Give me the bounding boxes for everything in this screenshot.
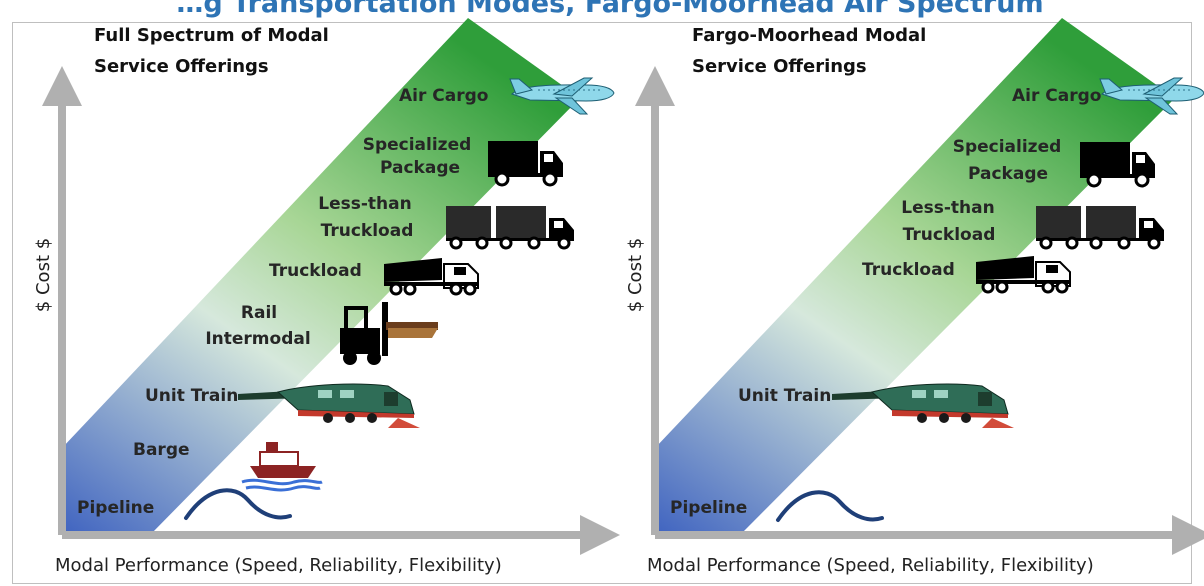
y-axis-label: $ Cost $: [625, 238, 646, 312]
panel-title-line1: Fargo-Moorhead Modal: [692, 25, 926, 46]
semi-truck-icon: [974, 254, 1072, 294]
pipeline-icon: [184, 488, 292, 520]
panel-full-spectrum: Full Spectrum of Modal Service Offerings…: [33, 18, 620, 576]
mode-label-pipeline: Pipeline: [77, 498, 154, 518]
mode-label-truckload-ltl: Truckload: [321, 221, 414, 241]
box-truck-icon: [1078, 140, 1157, 188]
panel-title-line2: Service Offerings: [692, 56, 867, 77]
mode-label-unit-train: Unit Train: [738, 386, 831, 406]
y-axis-label: $ Cost $: [33, 238, 54, 312]
cost-performance-band: [655, 18, 1175, 535]
diagram-frame: [12, 22, 1192, 584]
mode-label-truckload: Truckload: [862, 260, 955, 280]
semi-truck-icon: [382, 256, 480, 296]
boat-icon: [241, 442, 323, 492]
mode-label-intermodal: Intermodal: [205, 329, 310, 349]
double-trailer-truck-icon: [1034, 204, 1166, 250]
cost-performance-band: [62, 18, 580, 535]
mode-label-rail: Rail: [241, 303, 277, 323]
mode-label-truckload: Truckload: [269, 261, 362, 281]
x-axis-label: Modal Performance (Speed, Reliability, F…: [647, 555, 1094, 576]
mode-label-barge: Barge: [133, 440, 190, 460]
mode-label-specialized: Specialized: [953, 137, 1062, 157]
mode-label-less-than: Less-than: [901, 198, 994, 218]
mode-label-unit-train: Unit Train: [145, 386, 238, 406]
double-trailer-truck-icon: [444, 204, 576, 250]
box-truck-icon: [486, 139, 565, 187]
mode-label-pipeline: Pipeline: [670, 498, 747, 518]
panel-fargo-moorhead: Fargo-Moorhead Modal Service Offerings $…: [625, 18, 1204, 576]
mode-label-less-than: Less-than: [318, 194, 411, 214]
panel-title-line2: Service Offerings: [94, 56, 269, 77]
mode-label-package: Package: [380, 158, 460, 178]
forklift-icon: [340, 302, 438, 365]
mode-label-package: Package: [968, 164, 1048, 184]
mode-label-air-cargo: Air Cargo: [1012, 86, 1101, 106]
mode-label-specialized: Specialized: [363, 135, 472, 155]
panel-title-line1: Full Spectrum of Modal: [94, 25, 329, 46]
mode-label-air-cargo: Air Cargo: [399, 86, 488, 106]
pipeline-icon: [776, 490, 884, 522]
header-title: …g Transportation Modes, Fargo-Moorhead …: [176, 0, 1044, 19]
mode-label-truckload-ltl: Truckload: [903, 225, 996, 245]
x-axis-label: Modal Performance (Speed, Reliability, F…: [55, 555, 502, 576]
